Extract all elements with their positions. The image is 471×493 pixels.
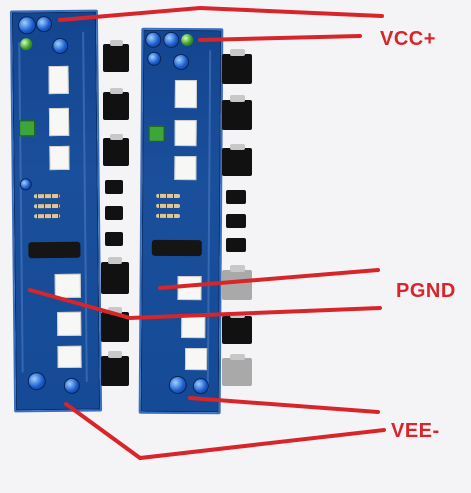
power-transistor bbox=[222, 95, 252, 130]
vcc-pointer-line bbox=[198, 34, 362, 42]
power-transistor bbox=[103, 39, 129, 72]
driver-transistor bbox=[226, 190, 246, 204]
pgnd-pointer-line bbox=[158, 268, 380, 290]
vcc-label: VCC+ bbox=[380, 28, 436, 50]
driver-transistor bbox=[226, 238, 246, 252]
vee-pointer-line bbox=[64, 402, 386, 461]
pgnd-pointer-line bbox=[28, 288, 382, 321]
power-transistor bbox=[103, 133, 129, 166]
power-transistor bbox=[103, 87, 129, 120]
power-transistor bbox=[222, 265, 252, 300]
power-transistor bbox=[222, 143, 252, 176]
driver-transistor bbox=[226, 214, 246, 228]
driver-transistor bbox=[105, 206, 123, 220]
power-transistor bbox=[222, 49, 252, 84]
vee-pointer-line bbox=[188, 396, 380, 414]
vee-label: VEE- bbox=[391, 420, 440, 442]
vcc-pointer-line bbox=[58, 5, 384, 22]
driver-transistor bbox=[105, 232, 123, 246]
power-transistor bbox=[222, 353, 252, 386]
power-transistor bbox=[101, 351, 129, 386]
power-transistor bbox=[101, 256, 129, 294]
pgnd-label: PGND bbox=[396, 280, 456, 302]
driver-transistor bbox=[105, 180, 123, 194]
